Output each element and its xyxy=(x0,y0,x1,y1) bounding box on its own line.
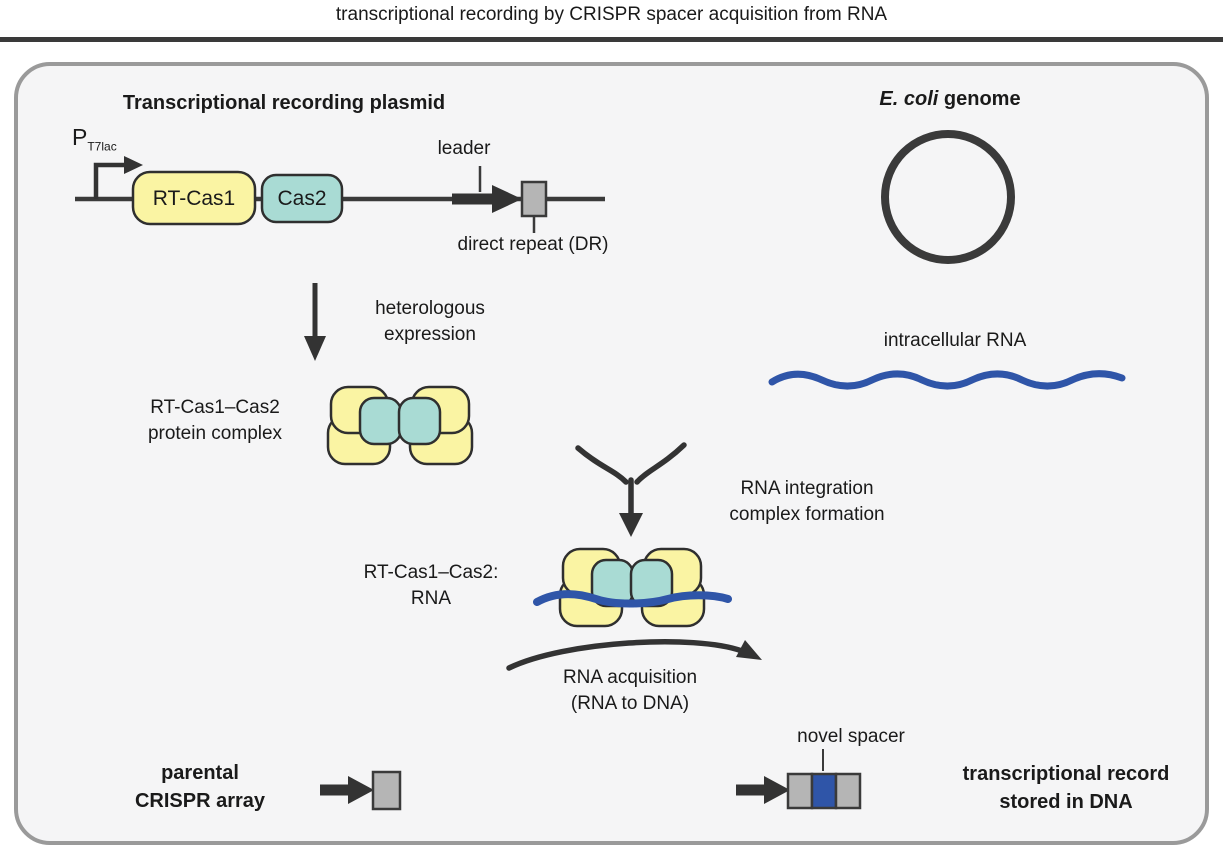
leader-label: leader xyxy=(437,138,491,159)
acquisition-label: RNA acquisition (RNA to DNA) xyxy=(562,667,698,715)
cas2-gene-label: Cas2 xyxy=(277,187,327,210)
promoter-sub: T7lac xyxy=(87,139,117,154)
integration-label: RNA integration complex formation xyxy=(729,478,885,526)
figure-title: transcriptional recording by CRISPR spac… xyxy=(335,4,888,25)
title-rule xyxy=(0,37,1223,42)
record-label: transcriptional record stored in DNA xyxy=(962,763,1170,813)
plasmid-heading: Transcriptional recording plasmid xyxy=(122,92,446,114)
species-name: E. coli xyxy=(879,88,939,110)
direct-repeat-label: direct repeat (DR) xyxy=(457,234,609,255)
promoter-main: P xyxy=(72,124,88,150)
genome-word: genome xyxy=(943,88,1021,110)
diagram-panel xyxy=(14,62,1209,845)
rt-cas1-gene-label: RT-Cas1 xyxy=(152,187,236,210)
novel-spacer-label: novel spacer xyxy=(797,726,905,747)
promoter-label: PT7lac xyxy=(72,124,117,154)
ecoli-genome-heading: E. coli genome xyxy=(879,86,1020,114)
intracellular-rna-label: intracellular RNA xyxy=(883,330,1027,351)
expression-label: heterologous expression xyxy=(375,298,485,346)
rna-complex-label: RT-Cas1–Cas2: RNA xyxy=(363,562,499,610)
parental-array-label: parental CRISPR array xyxy=(134,762,266,812)
protein-complex-label: RT-Cas1–Cas2 protein complex xyxy=(147,397,283,445)
